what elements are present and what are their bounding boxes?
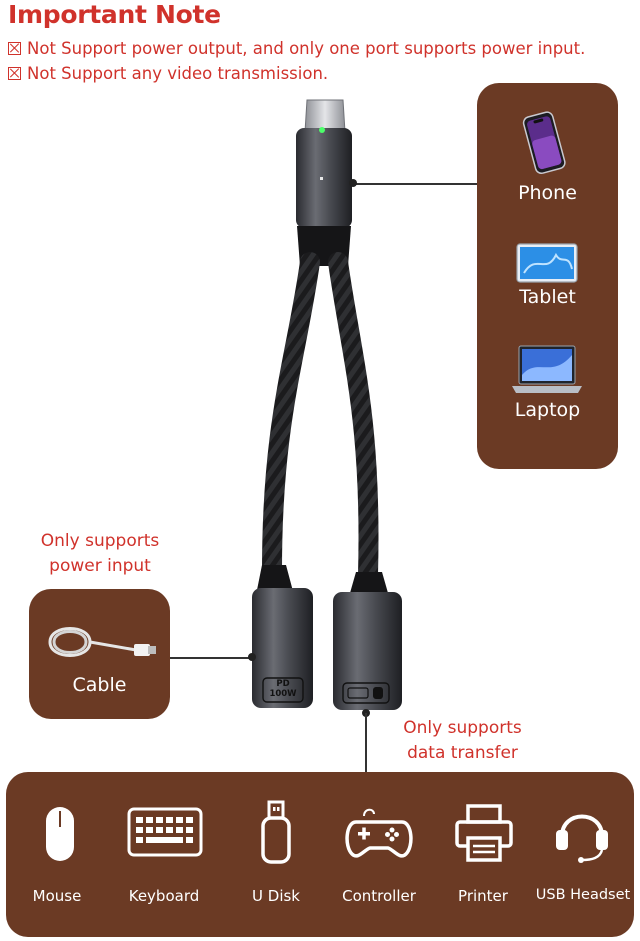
headset-icon bbox=[556, 814, 608, 863]
device-label-tablet: Tablet bbox=[519, 286, 576, 308]
usb-cable-icon bbox=[48, 627, 156, 657]
page-title: Important Note bbox=[8, 0, 221, 29]
connector-dot-left bbox=[248, 653, 256, 661]
device-label-laptop: Laptop bbox=[514, 399, 581, 421]
device-label-cable: Cable bbox=[72, 674, 127, 696]
note-video-text: Not Support any video transmission. bbox=[27, 64, 329, 83]
note-power: Not Support power output, and only one p… bbox=[8, 39, 585, 58]
device-label-u-disk: U Disk bbox=[252, 887, 300, 905]
device-label-phone: Phone bbox=[518, 182, 577, 204]
device-label-usb-headset: USB Headset bbox=[535, 887, 631, 903]
note-power-text: Not Support power output, and only one p… bbox=[27, 39, 586, 58]
watt-label: 100W bbox=[269, 689, 297, 699]
x-box-icon bbox=[8, 42, 21, 55]
connector-dot-top bbox=[349, 179, 357, 187]
mouse-icon bbox=[46, 807, 74, 861]
laptop-icon bbox=[512, 345, 582, 393]
device-label-keyboard: Keyboard bbox=[128, 887, 200, 905]
note-video: Not Support any video transmission. bbox=[8, 64, 328, 83]
callout-data-line2: data transfer bbox=[407, 743, 518, 763]
pd-label: PD bbox=[276, 679, 290, 689]
tablet-icon bbox=[516, 243, 578, 283]
device-label-controller: Controller bbox=[342, 887, 416, 905]
controller-icon bbox=[345, 808, 413, 858]
connector-line-top bbox=[352, 183, 477, 185]
connector-line-data bbox=[365, 713, 367, 772]
phone-icon bbox=[522, 111, 566, 175]
callout-power-input: Only supports power input bbox=[20, 529, 180, 579]
usb-disk-icon bbox=[261, 800, 291, 864]
keyboard-icon bbox=[127, 807, 203, 857]
device-label-printer: Printer bbox=[458, 887, 508, 905]
connector-line-left bbox=[170, 657, 252, 659]
callout-data-transfer: Only supports data transfer bbox=[385, 716, 540, 766]
devices-panel-bottom bbox=[6, 772, 634, 937]
x-box-icon bbox=[8, 67, 21, 80]
callout-data-line1: Only supports bbox=[403, 718, 522, 738]
callout-power-line1: Only supports bbox=[40, 531, 160, 551]
printer-icon bbox=[455, 804, 513, 862]
device-label-mouse: Mouse bbox=[32, 887, 82, 905]
callout-power-line2: power input bbox=[49, 556, 151, 576]
